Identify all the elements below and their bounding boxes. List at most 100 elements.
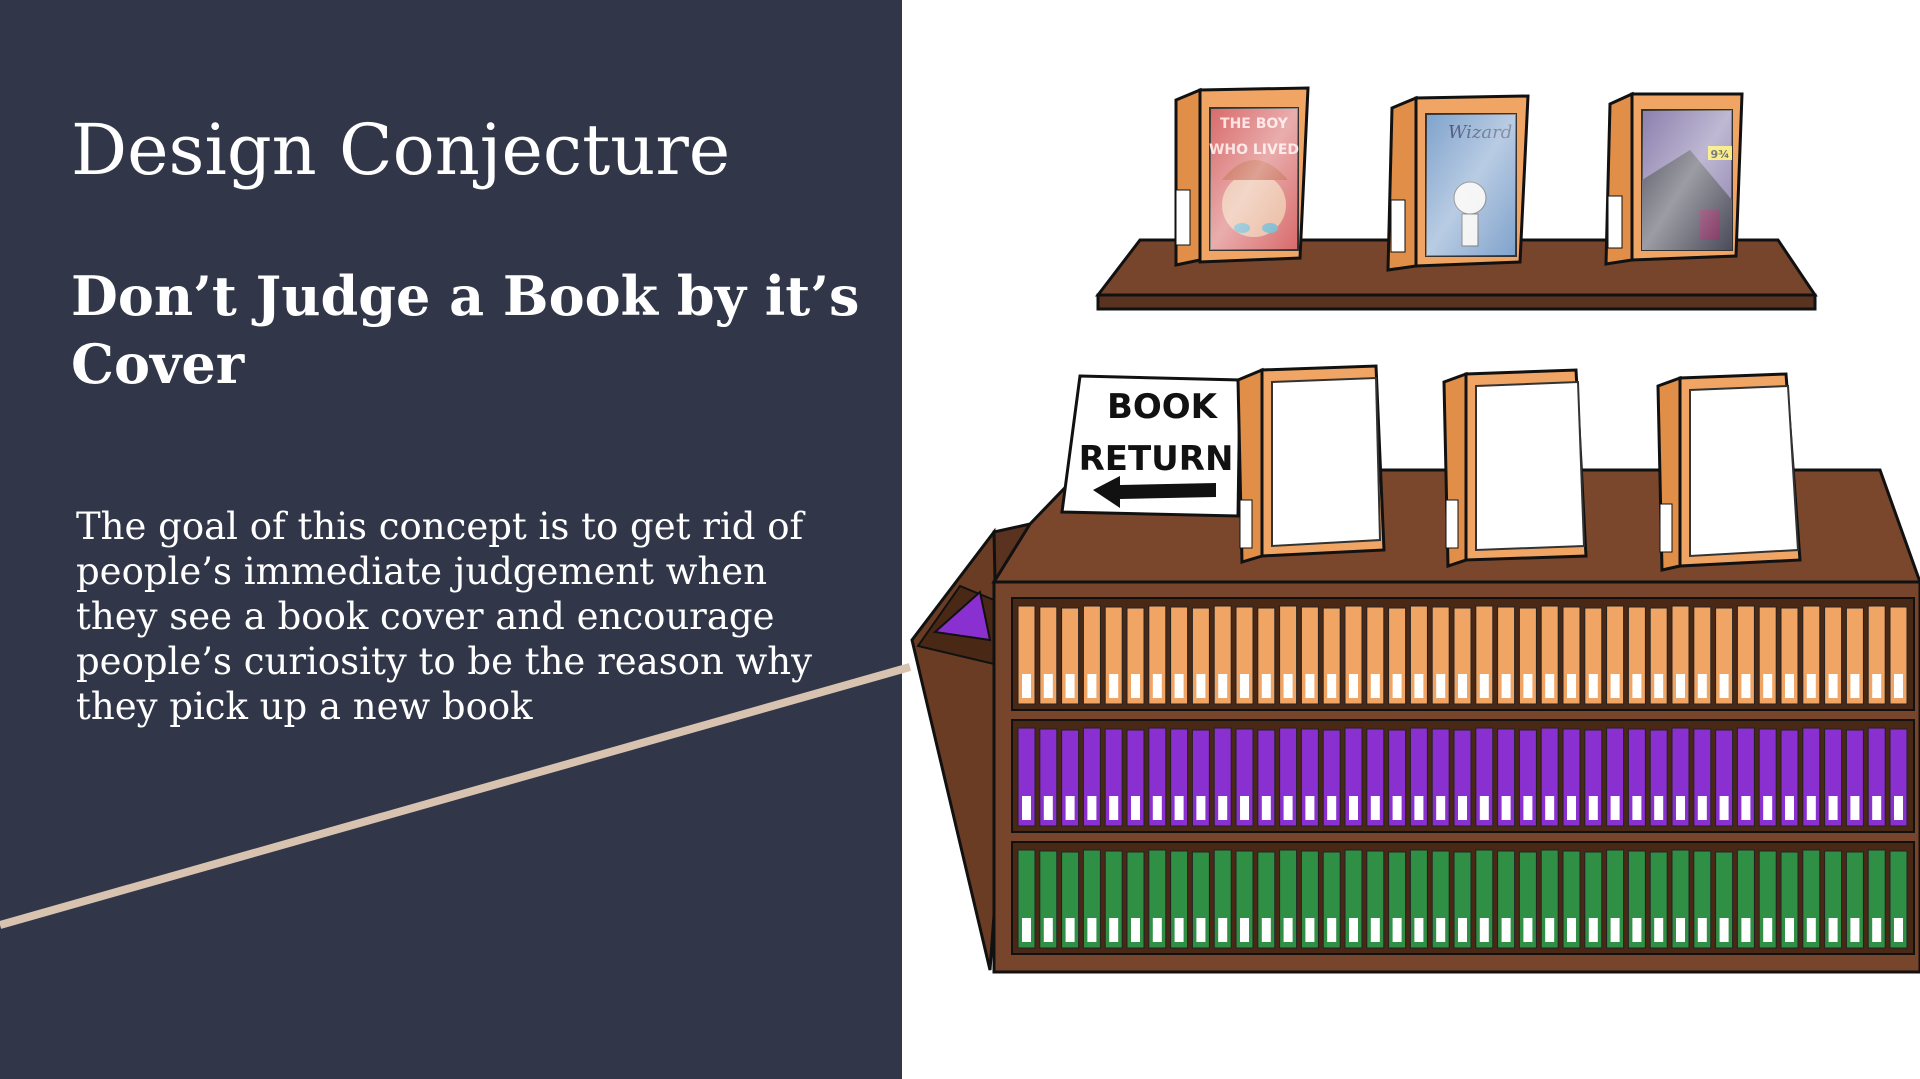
book-spine-label — [1022, 796, 1031, 820]
book-spine-label — [1043, 796, 1053, 820]
blank-book-1 — [1236, 364, 1386, 565]
book-spine-label — [1022, 674, 1031, 698]
book-spine-label — [1458, 674, 1467, 698]
book-spine-label — [1218, 674, 1228, 698]
book-spine-label — [1174, 674, 1184, 698]
book-spine-label — [1327, 674, 1337, 698]
book-spine-label — [1828, 674, 1838, 698]
book-spine-label — [1894, 796, 1903, 820]
book-spine-label — [1218, 796, 1228, 820]
covered-book-2: Wizard — [1386, 94, 1530, 272]
book-spine-label — [1349, 918, 1358, 942]
book-spine-label — [1588, 918, 1598, 942]
book-spine-label — [1545, 674, 1555, 698]
book-spine-label — [1305, 674, 1315, 698]
book-spine-label — [1588, 674, 1598, 698]
book-spine-label — [1043, 674, 1053, 698]
book-spine-label — [1501, 918, 1511, 942]
book-spine-label — [1131, 674, 1140, 698]
book-spine-label — [1283, 918, 1293, 942]
book-spine-label — [1523, 918, 1533, 942]
book-spine-label — [1414, 674, 1424, 698]
book-spine-label — [1392, 674, 1402, 698]
book-spine-label — [1632, 674, 1642, 698]
book-spine-label — [1610, 796, 1620, 820]
book-spine-label — [1676, 796, 1685, 820]
book-spine-label — [1261, 796, 1271, 820]
book-spine-label — [1501, 796, 1511, 820]
book-spine-label — [1719, 674, 1729, 698]
blank-book-3 — [1656, 372, 1802, 572]
book-spine-label — [1370, 674, 1380, 698]
book-spine-label — [1152, 674, 1162, 698]
book-spine-label — [1785, 674, 1794, 698]
book-spine-label — [1458, 918, 1467, 942]
book-spine-label — [1567, 918, 1576, 942]
book-spine-label — [1414, 918, 1424, 942]
book-spine-label — [1065, 674, 1075, 698]
book-spine-label — [1806, 674, 1816, 698]
book-spine-label — [1654, 796, 1664, 820]
book-spine-label — [1719, 796, 1729, 820]
slide-title: Design Conjecture — [71, 109, 731, 191]
book-spine-label — [1654, 674, 1664, 698]
book-spine-label — [1196, 674, 1206, 698]
book-spine-label — [1414, 796, 1424, 820]
book-spine-label — [1610, 674, 1620, 698]
book-spine-label — [1479, 674, 1489, 698]
sign-text-return: RETURN — [1079, 439, 1234, 479]
left-panel: Design Conjecture Don’t Judge a Book by … — [0, 0, 902, 1079]
book-spine-label — [1850, 796, 1860, 820]
book-spine-label — [1479, 796, 1489, 820]
book-spine-label — [1588, 796, 1598, 820]
book-spine-label — [1741, 918, 1751, 942]
book-spine-label — [1436, 674, 1446, 698]
book-spine-label — [1109, 674, 1119, 698]
book-spine-label — [1523, 674, 1533, 698]
book-spine-label — [1806, 796, 1816, 820]
bookshelf-illustration: THE BOY WHO LIVED Wizard 9¾ — [910, 86, 1920, 974]
book-spine-label — [1763, 918, 1773, 942]
book-spine-label — [1763, 674, 1773, 698]
book-spine-label — [1763, 796, 1773, 820]
book-spine-label — [1479, 918, 1489, 942]
book-spine-label — [1850, 674, 1860, 698]
book-spine-label — [1523, 796, 1533, 820]
book-spine-label — [1458, 796, 1467, 820]
book-spine-label — [1261, 674, 1271, 698]
book-spine-label — [1567, 796, 1576, 820]
book-spine-label — [1087, 674, 1097, 698]
book-spine-label — [1218, 918, 1228, 942]
book-return-sign: BOOK RETURN — [1060, 374, 1242, 518]
book-spine-label — [1545, 796, 1555, 820]
book-spine-label — [1131, 796, 1140, 820]
book-spine-label — [1850, 918, 1860, 942]
book-spine-label — [1719, 918, 1729, 942]
book-spine-label — [1065, 918, 1075, 942]
book-spine-label — [1785, 796, 1794, 820]
book-spine-label — [1283, 674, 1293, 698]
book-spine-label — [1697, 674, 1707, 698]
book-spine-label — [1785, 918, 1794, 942]
book-spine-label — [1022, 918, 1031, 942]
book-spine-label — [1741, 796, 1751, 820]
book-spine-label — [1632, 918, 1642, 942]
book-spine-label — [1043, 918, 1053, 942]
book-spine-label — [1240, 796, 1249, 820]
book-spine-label — [1806, 918, 1816, 942]
covered-book-3: 9¾ — [1604, 91, 1744, 266]
book-spine-label — [1676, 674, 1685, 698]
book-spine-label — [1196, 796, 1206, 820]
book-spine-label — [1697, 796, 1707, 820]
green-book-row — [1017, 849, 1908, 949]
slide-subtitle: Don’t Judge a Book by it’s Cover — [71, 264, 860, 396]
book-spine-label — [1152, 796, 1162, 820]
book-spine-label — [1196, 918, 1206, 942]
book-spine-label — [1610, 918, 1620, 942]
book-spine-label — [1654, 918, 1664, 942]
book-spine-label — [1305, 918, 1315, 942]
book-spine-label — [1567, 674, 1576, 698]
book-spine-label — [1283, 796, 1293, 820]
book-spine-label — [1327, 918, 1337, 942]
book-spine-label — [1131, 918, 1140, 942]
